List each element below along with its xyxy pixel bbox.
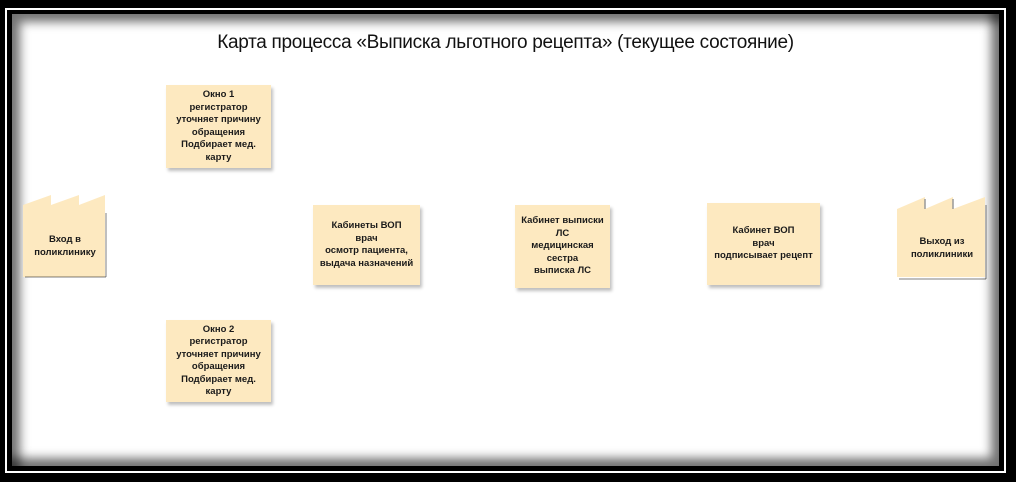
step-prescription-office: Кабинет выписки ЛС медицинская сестра вы… [515,205,610,288]
step-window-1: Окно 1 регистратор уточняет причину обра… [166,85,271,168]
exit-label: Выход из поликлиники [910,236,974,260]
exit-factory: Выход из поликлиники [897,195,987,280]
step-gp-sign: Кабинет ВОП врач подписывает рецепт [707,203,820,285]
diagram-canvas: Карта процесса «Выписка льготного рецепт… [12,14,999,466]
entry-label: Вход в поликлинику [34,234,96,258]
factory-icon [897,197,987,280]
step-window-2: Окно 2 регистратор уточняет причину обра… [166,320,271,402]
diagram-title: Карта процесса «Выписка льготного рецепт… [217,32,794,53]
entry-factory: Вход в поликлинику [23,193,107,278]
step-gp-office: Кабинеты ВОП врач осмотр пациента, выдач… [313,205,420,285]
factory-icon [23,195,107,278]
